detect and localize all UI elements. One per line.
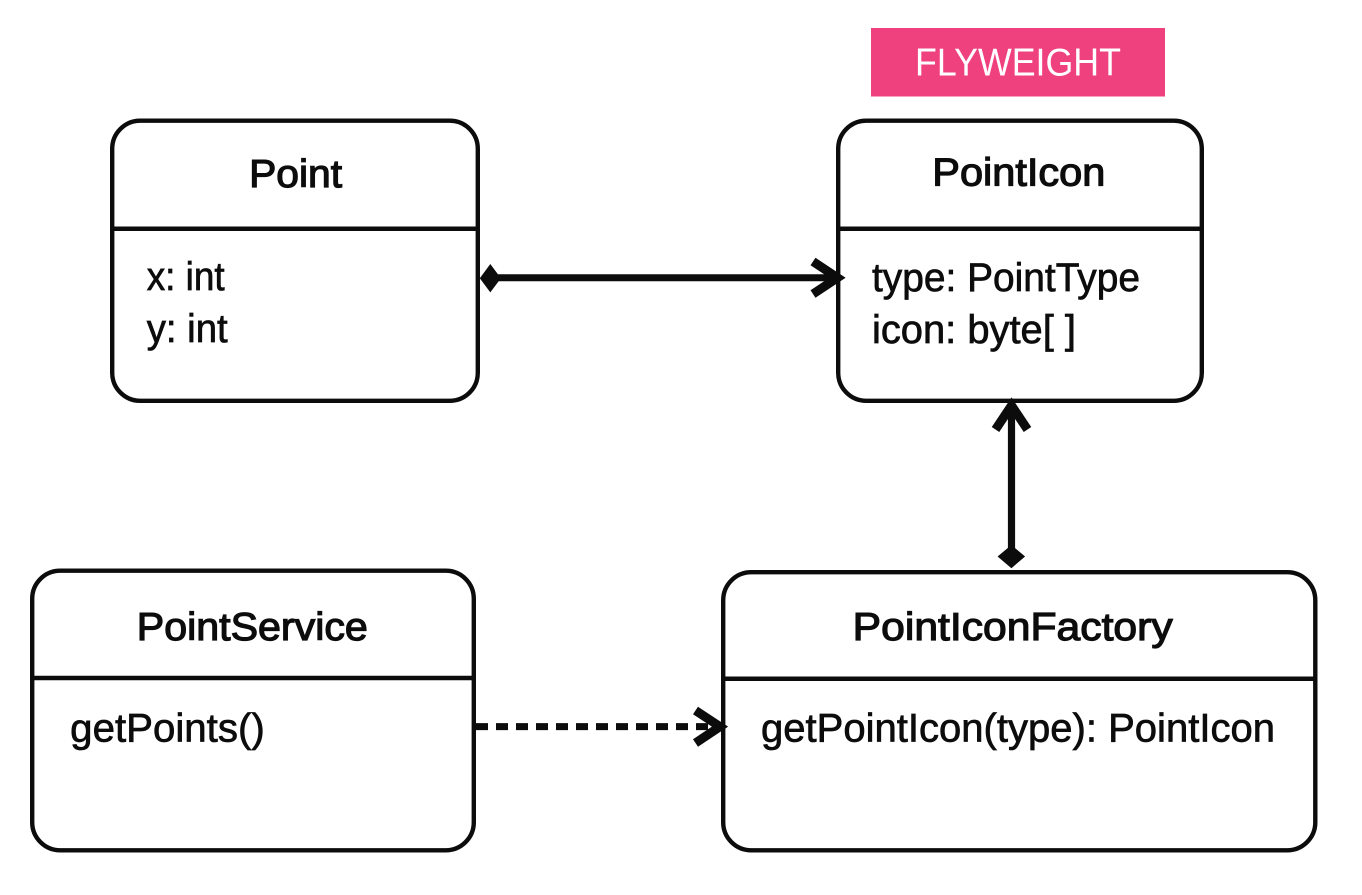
svg-text:PointIcon: PointIcon (932, 152, 1105, 195)
svg-text:getPoints(): getPoints() (70, 707, 265, 751)
svg-text:PointService: PointService (137, 606, 368, 649)
svg-text:y: int: y: int (147, 307, 228, 351)
svg-text:FLYWEIGHT: FLYWEIGHT (915, 42, 1121, 85)
svg-text:getPointIcon(type): PointIcon: getPointIcon(type): PointIcon (761, 707, 1275, 751)
svg-text:x: int: x: int (147, 255, 225, 299)
svg-text:PointIconFactory: PointIconFactory (853, 606, 1174, 649)
svg-text:icon: byte[ ]: icon: byte[ ] (872, 308, 1076, 352)
svg-text:Point: Point (249, 153, 342, 196)
svg-text:type: PointType: type: PointType (872, 256, 1140, 300)
